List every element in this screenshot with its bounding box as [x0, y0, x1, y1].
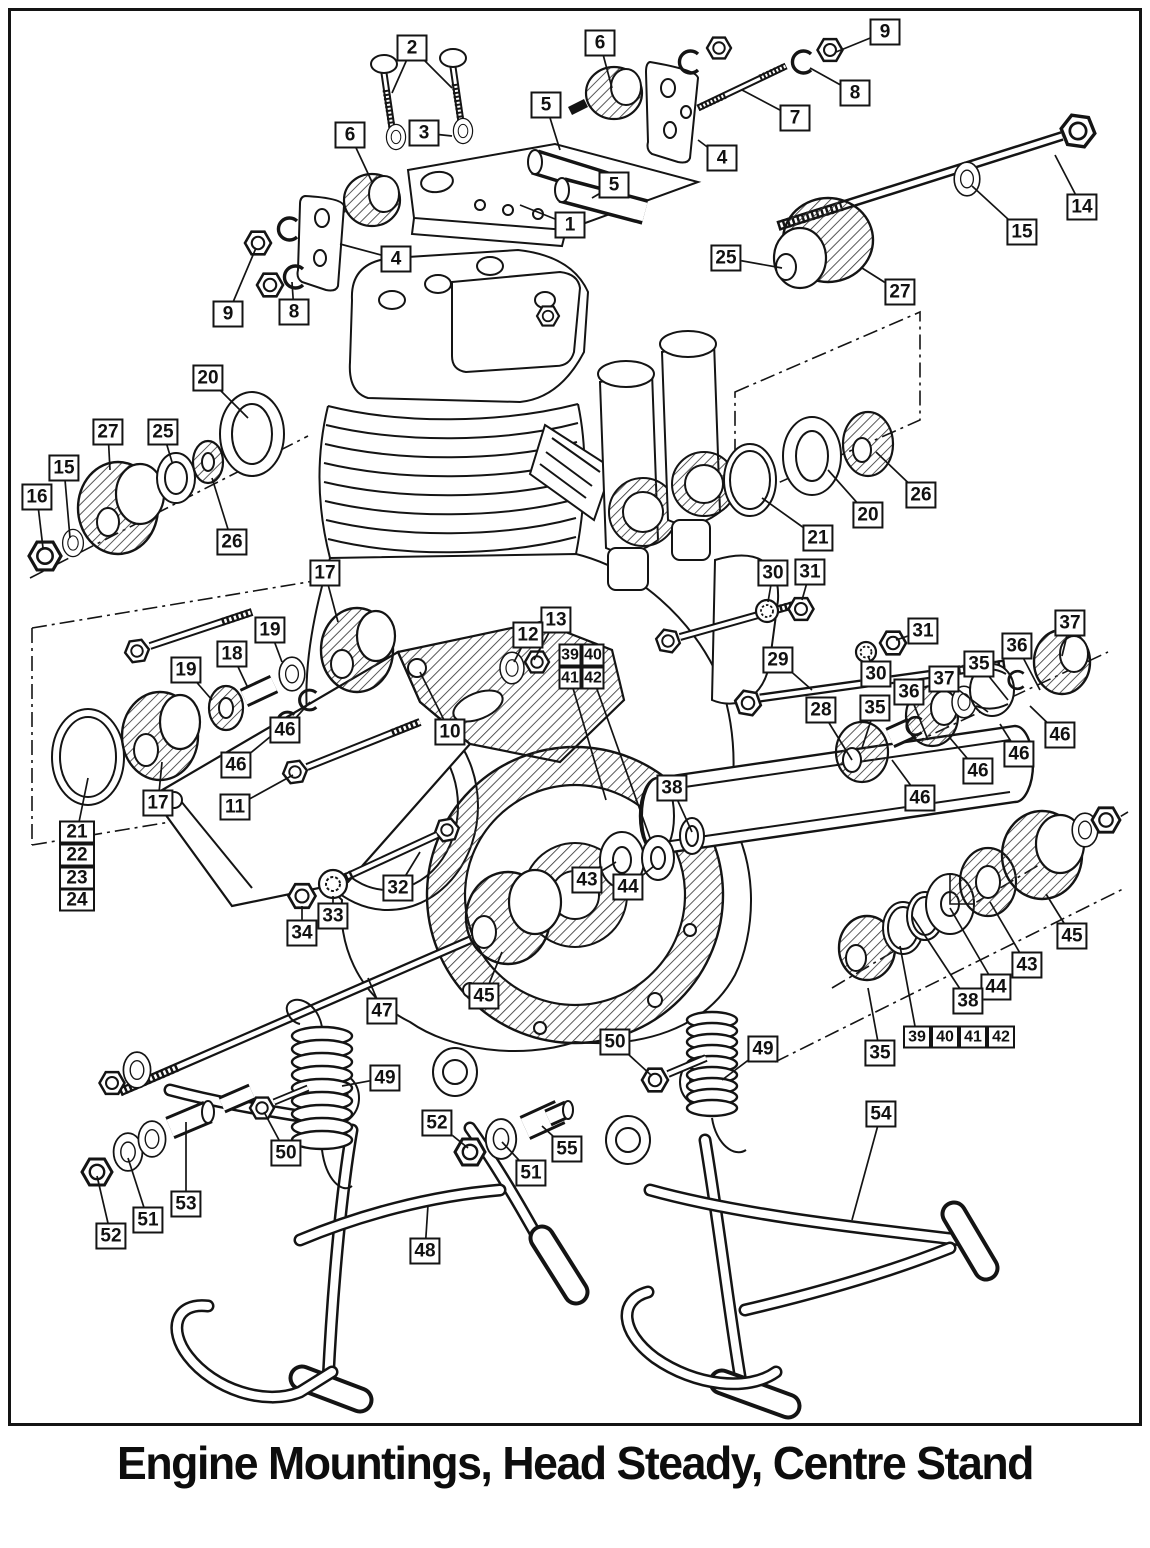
carburettors: [597, 330, 737, 591]
front-mount-left-series: [27, 391, 285, 572]
engine-bolt-left-series: [51, 606, 397, 806]
long-bolt-assembly: [772, 112, 1099, 290]
centre-stand-right: [453, 1010, 1000, 1420]
spring-left: [285, 998, 354, 1190]
spring-right: [685, 1010, 747, 1154]
rocker-cover: [348, 248, 590, 404]
centre-hub-assembly: [118, 817, 705, 1097]
diagram-title: Engine Mountings, Head Steady, Centre St…: [117, 1437, 1034, 1489]
intake-manifold: [528, 423, 614, 522]
centre-stand-left: [80, 998, 590, 1414]
gearbox: [710, 554, 780, 705]
lower-right-mount-series: [837, 806, 1122, 982]
